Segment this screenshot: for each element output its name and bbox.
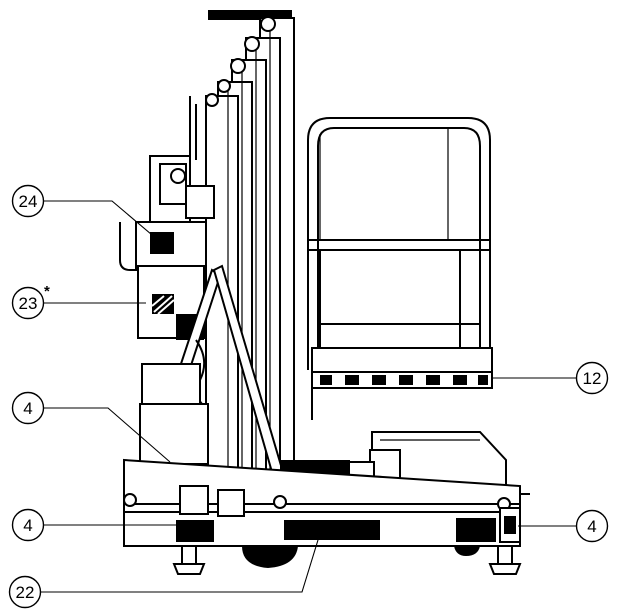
svg-text:*: * xyxy=(44,283,50,300)
warning-label-icon xyxy=(151,294,175,315)
callout-24: 24 xyxy=(11,184,45,218)
decal-right xyxy=(456,518,496,542)
platform-deck xyxy=(311,347,493,420)
lift-illustration xyxy=(119,10,530,575)
power-unit xyxy=(119,96,215,340)
wheels xyxy=(242,546,480,568)
decal-left xyxy=(176,520,214,542)
svg-text:24: 24 xyxy=(19,192,38,211)
leveling-jacks xyxy=(172,545,522,575)
callout-4-right: 4 xyxy=(575,509,609,543)
leader-lines xyxy=(41,200,576,593)
svg-text:4: 4 xyxy=(587,517,596,536)
callout-23: 23 * xyxy=(11,283,50,320)
svg-text:12: 12 xyxy=(583,369,602,388)
svg-text:23: 23 xyxy=(19,294,38,313)
svg-text:4: 4 xyxy=(23,399,32,418)
mast-top-cap xyxy=(208,10,292,20)
callout-4-upper: 4 xyxy=(11,391,45,425)
svg-text:22: 22 xyxy=(16,583,35,602)
chassis xyxy=(123,458,530,547)
platform-guardrail xyxy=(307,117,491,370)
callout-22: 22 xyxy=(8,575,42,609)
decal-center xyxy=(284,520,380,540)
svg-text:4: 4 xyxy=(23,516,32,535)
callout-4-lower: 4 xyxy=(11,508,45,542)
callout-12: 12 xyxy=(575,361,609,395)
